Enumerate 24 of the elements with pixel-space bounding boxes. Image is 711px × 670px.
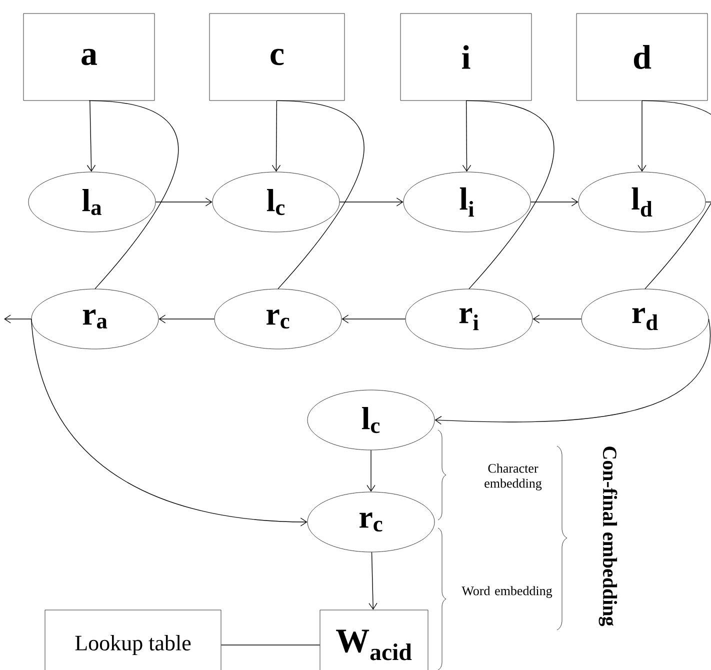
input-box: a	[23, 13, 155, 101]
arrow	[158, 314, 215, 324]
arrow	[638, 100, 646, 172]
arrow	[86, 100, 96, 172]
arrow	[366, 450, 376, 492]
arrow	[272, 100, 281, 172]
arrow	[434, 318, 710, 425]
arrow	[530, 198, 578, 206]
input-box: c	[209, 13, 345, 101]
arrow	[155, 198, 212, 206]
arrow	[368, 552, 378, 610]
arrow	[30, 318, 308, 526]
annotation-text: Character embedding	[484, 464, 542, 490]
input-box: W$_{acid}$	[320, 610, 428, 670]
input-box: i	[400, 13, 532, 101]
arrow	[4, 314, 32, 324]
arrow	[339, 198, 404, 206]
arrow	[462, 100, 472, 172]
arrow	[532, 314, 582, 324]
annotation-text: Word embedding	[462, 586, 552, 598]
arrow	[342, 314, 406, 324]
input-box: d	[576, 13, 708, 101]
input-box: Lookup table	[44, 610, 222, 670]
annotation-text: Con-final embedding	[598, 446, 618, 626]
